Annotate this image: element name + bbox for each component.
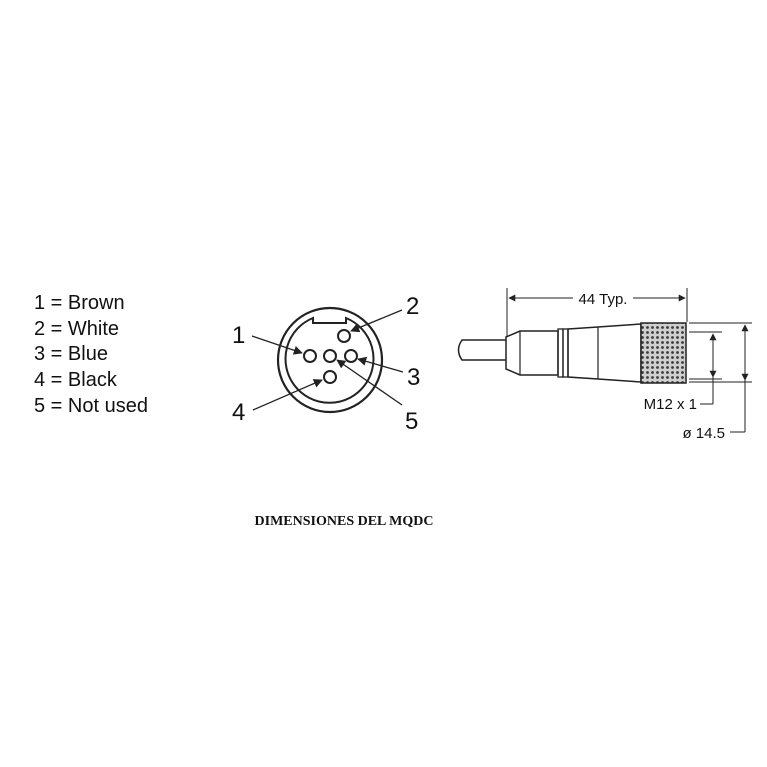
pin-4-leader	[252, 379, 323, 411]
pin-5-socket	[323, 349, 337, 363]
legend-item-2: 2 = White	[34, 318, 119, 340]
pin-4-socket	[323, 370, 337, 384]
diagram-caption: DIMENSIONES DEL MQDC	[255, 514, 434, 529]
pin-3-socket	[344, 349, 358, 363]
pin-4-label: 4	[232, 399, 245, 426]
pin-5-label: 5	[405, 408, 418, 435]
cable-jacket	[457, 339, 506, 361]
connector-insert-outline	[284, 316, 375, 404]
pin-1-label: 1	[232, 322, 245, 349]
connector-face: 1 2 3 4 5	[232, 293, 420, 435]
knurled-coupling-nut	[640, 322, 687, 384]
pin-2-leader	[350, 309, 403, 333]
pin-5-leader	[336, 359, 403, 406]
strain-relief	[505, 330, 559, 376]
thread-dimension-label: M12 x 1	[644, 396, 697, 413]
cable-side-view: 44 Typ. M12 x 1 ø 14.5	[457, 288, 752, 442]
pin-1-leader	[251, 335, 303, 355]
pin-2-label: 2	[406, 293, 419, 320]
pin-2-socket	[337, 329, 351, 343]
legend-item-3: 3 = Blue	[34, 343, 108, 365]
legend-item-4: 4 = Black	[34, 369, 118, 391]
diameter-dimension-label: ø 14.5	[682, 425, 725, 442]
pin-3-leader	[357, 356, 404, 373]
pin-1-socket	[303, 349, 317, 363]
pin-3-label: 3	[407, 364, 420, 391]
legend-item-1: 1 = Brown	[34, 292, 125, 314]
connector-outer-ring	[276, 306, 384, 414]
wire-color-legend: 1 = Brown 2 = White 3 = Blue 4 = Black 5…	[34, 292, 148, 417]
length-dimension-label: 44 Typ.	[579, 291, 628, 308]
legend-item-5: 5 = Not used	[34, 395, 148, 417]
connector-body	[567, 323, 642, 383]
